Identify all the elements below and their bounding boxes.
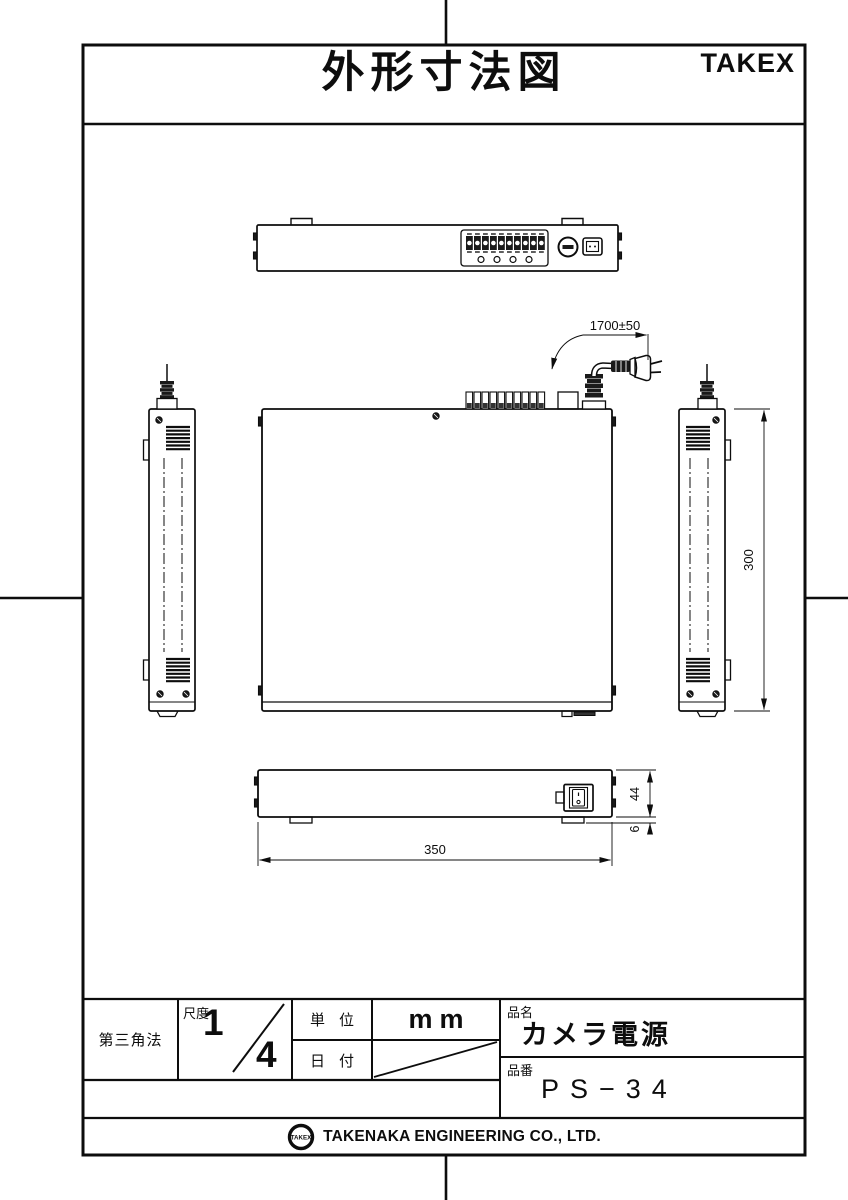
screw-icon (156, 690, 164, 698)
screw-icon (432, 412, 440, 420)
screw-icon (686, 690, 694, 698)
foot (561, 816, 585, 824)
center-lines (163, 458, 183, 652)
scale-label: 尺度 (183, 1006, 210, 1021)
product-number: PS−34 (541, 1074, 678, 1104)
takex-badge-icon: TAKEX (287, 1123, 315, 1150)
foot (696, 710, 719, 718)
unit-value: mm (408, 1004, 471, 1034)
dimension-width: 350 (257, 822, 613, 866)
center-lines (689, 458, 709, 652)
page-title: 外形寸法図 (321, 49, 567, 97)
date-label: 日付 (309, 1052, 368, 1070)
view-right-side (678, 364, 732, 718)
footer: TAKEX TAKENAKA ENGINEERING CO., LTD. (83, 1118, 805, 1155)
cord-length-label: 1700±50 (590, 318, 641, 333)
dimension-foot-height: 6 (586, 805, 656, 835)
mount-tab (725, 439, 732, 461)
product-name-label: 品名 (507, 1005, 534, 1020)
depth-label: 44 (628, 787, 642, 801)
foot-height-label: 6 (628, 825, 642, 832)
mount-tab (725, 659, 732, 681)
screw-icon (712, 690, 720, 698)
fuse-holder-top (557, 391, 579, 410)
svg-text:TAKEX: TAKEX (291, 1134, 312, 1141)
mount-tab (142, 659, 149, 681)
vent-slats (164, 657, 192, 683)
unit-label: 単位 (309, 1012, 368, 1029)
scale-numerator: 1 (203, 1002, 224, 1043)
terminal-screws-top (465, 391, 546, 410)
mount-tab (142, 439, 149, 461)
cord-grommet (697, 397, 718, 410)
vent-slats (164, 425, 192, 451)
product-number-label: 品番 (507, 1063, 534, 1078)
dimension-height: 300 (734, 408, 770, 712)
view-front-bottom (253, 769, 617, 824)
width-label: 350 (424, 842, 446, 857)
projection-method: 第三角法 (98, 1032, 163, 1049)
screw-icon (182, 690, 190, 698)
scale-slash (232, 1003, 285, 1073)
date-diagonal (373, 1041, 498, 1078)
height-label: 300 (741, 549, 756, 571)
brand-logo: TAKEX (700, 48, 795, 78)
sheet-frame (81, 43, 807, 1157)
foot (289, 816, 313, 824)
vent-slats (684, 657, 712, 683)
vent-slats (684, 425, 712, 451)
screw-icon (712, 416, 720, 424)
dimension-cord-length: 1700±50 (551, 318, 649, 370)
led-indicators (477, 255, 533, 264)
view-top-plan (257, 354, 663, 712)
cord-grommet (156, 397, 178, 410)
view-left-side (142, 364, 196, 718)
fuse-holder (557, 236, 579, 258)
view-rear-panel (252, 217, 623, 272)
terminal-block (460, 229, 549, 267)
scale-denominator: 4 (256, 1034, 277, 1075)
screw-icon (155, 416, 163, 424)
power-cord (581, 354, 663, 410)
power-switch (555, 783, 594, 812)
product-name: カメラ電源 (521, 1020, 671, 1050)
bottom-latch (561, 710, 596, 718)
power-inlet (582, 237, 603, 256)
foot (156, 710, 179, 718)
company-name: TAKENAKA ENGINEERING CO., LTD. (323, 1127, 601, 1145)
